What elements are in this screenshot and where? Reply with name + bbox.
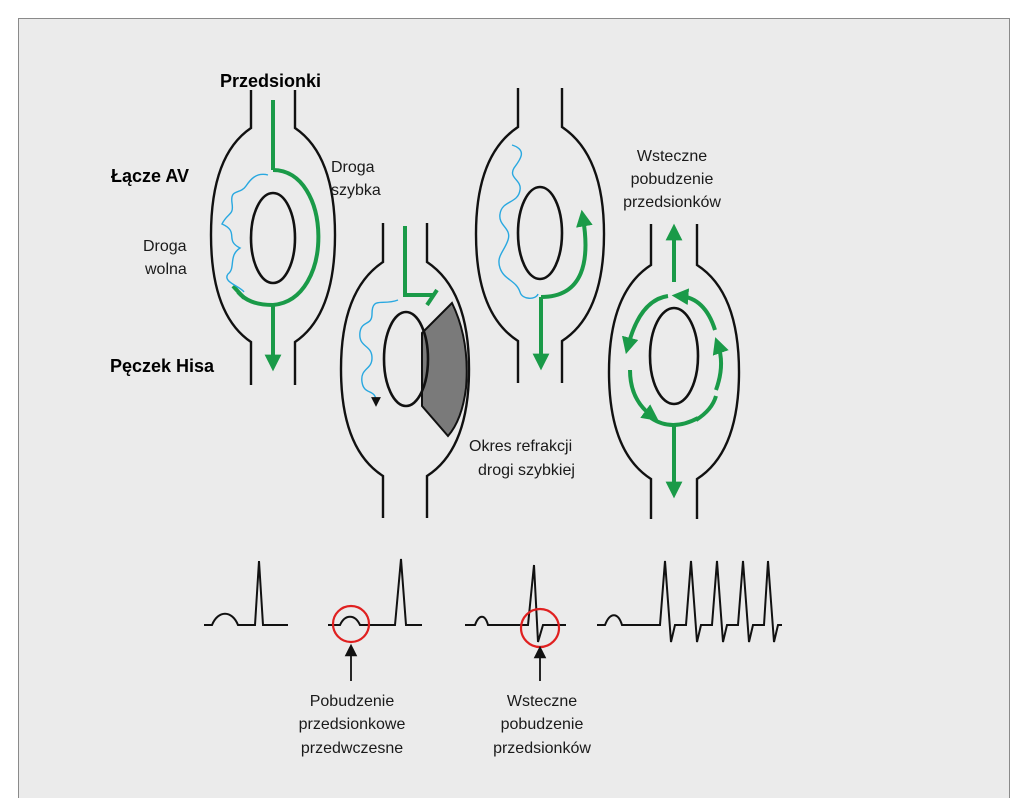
label-wsteczne-top-2: pobudzenie	[610, 169, 734, 191]
ecg-normal	[204, 561, 288, 625]
ecg-tachycardia	[597, 561, 782, 642]
label-wsteczne-top-1: Wsteczne	[610, 146, 734, 168]
central-obstacle	[251, 193, 295, 283]
diagram-reentry-circuit	[609, 224, 739, 519]
reentry-arc-right	[716, 345, 721, 390]
reentry-arc-left-bottom	[630, 370, 652, 416]
label-droga-szybka-2: szybka	[331, 180, 381, 202]
central-obstacle	[518, 187, 562, 279]
label-okres-refrakcji-1: Okres refrakcji	[469, 436, 572, 458]
label-przedsionki: Przedsionki	[220, 70, 321, 92]
label-lacze-av: Łącze AV	[111, 165, 189, 187]
label-droga-wolna-2: wolna	[145, 259, 187, 281]
label-okres-refrakcji-2: drogi szybkiej	[478, 460, 575, 482]
label-pobudzenie-1: Pobudzenie	[282, 691, 422, 713]
label-wsteczne-top-3: przedsionków	[610, 192, 734, 214]
fast-pathway-entry	[405, 226, 433, 295]
diagram-premature-beat	[341, 223, 469, 518]
label-peczek-hisa: Pęczek Hisa	[110, 355, 214, 377]
label-pobudzenie-2: przedsionkowe	[282, 714, 422, 736]
diagram-normal-conduction	[211, 90, 335, 385]
label-wsteczne-bottom-3: przedsionków	[480, 738, 604, 760]
block-bar	[427, 290, 437, 305]
reentry-arc-left-top	[628, 296, 668, 346]
label-pobudzenie-3: przedwczesne	[282, 738, 422, 760]
reentry-arc-right-bottom	[696, 396, 716, 420]
highlight-circle	[521, 609, 559, 647]
slow-pathway-wave	[360, 300, 398, 402]
ecg-premature-beat	[328, 559, 422, 681]
label-wsteczne-bottom-1: Wsteczne	[480, 691, 604, 713]
diagram-retrograde-conduction	[476, 88, 604, 383]
label-droga-wolna-1: Droga	[143, 236, 187, 258]
ecg-retrograde	[465, 565, 566, 681]
reentry-arc-bottom	[651, 418, 698, 425]
central-obstacle	[650, 308, 698, 404]
label-wsteczne-bottom-2: pobudzenie	[480, 714, 604, 736]
label-droga-szybka-1: Droga	[331, 157, 375, 179]
